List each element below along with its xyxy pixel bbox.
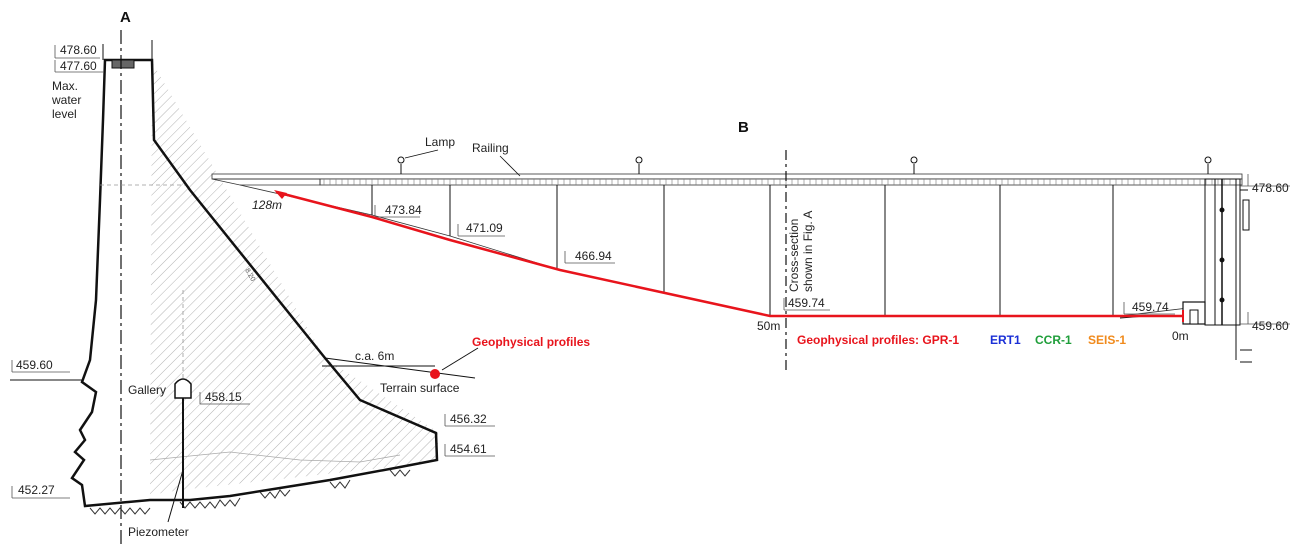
svg-text:459.74: 459.74	[788, 296, 825, 310]
elev-marker-right-bottom: 459.60	[1240, 312, 1290, 333]
railing-ticks	[323, 179, 1237, 185]
railing-leader	[499, 155, 521, 177]
svg-text:478.60: 478.60	[1252, 181, 1289, 195]
svg-text:459.60: 459.60	[1252, 319, 1289, 333]
distance-128m: 128m	[252, 198, 282, 212]
svg-text:452.27: 452.27	[18, 483, 55, 497]
distance-0m: 0m	[1172, 329, 1189, 343]
gpr-profile-line	[275, 190, 1183, 318]
dam-crest-deck	[211, 173, 1243, 180]
distance-dimension: c.a. 6m	[322, 349, 435, 367]
piezometer-leader	[167, 469, 184, 523]
elev-marker-left-ground: 459.60	[11, 358, 70, 373]
legend-seis1: SEIS-1	[1088, 333, 1126, 347]
terrain-surface-label: Terrain surface	[380, 381, 460, 395]
elev-marker-466-94: 466.94	[564, 249, 615, 264]
terrain-surface-line	[324, 357, 476, 379]
foundation-teeth	[89, 469, 411, 515]
svg-text:478.60: 478.60	[60, 43, 97, 57]
dam-outline	[70, 58, 439, 508]
elev-marker-471-09: 471.09	[457, 221, 505, 237]
legend-ccr1: CCR-1	[1035, 333, 1072, 347]
elev-marker-459-74-right: 459.74	[1123, 300, 1175, 315]
deck-left-end	[211, 178, 321, 186]
elev-marker-459-74-mid: 459.74	[783, 296, 830, 311]
inner-foundation-line	[149, 451, 401, 463]
lamp-1	[397, 156, 405, 174]
elev-marker-right-top: 478.60	[1240, 174, 1290, 195]
profiles-legend: Geophysical profiles: GPR-1 ERT1 CCR-1 S…	[797, 333, 1126, 347]
railing-label: Railing	[472, 141, 509, 155]
elev-marker-crest: 478.60	[54, 43, 100, 59]
panel-b-label: B	[738, 119, 749, 136]
elev-marker-toe-upper: 456.32	[444, 412, 495, 427]
svg-text:471.09: 471.09	[466, 221, 503, 235]
geophysical-profiles-label: Geophysical profiles	[472, 335, 590, 349]
elev-marker-max-water: 477.60 Max. water level	[51, 59, 104, 121]
lamp-4	[1204, 156, 1212, 174]
svg-text:477.60: 477.60	[60, 59, 97, 73]
svg-text:459.60: 459.60	[16, 358, 53, 372]
elev-marker-base: 452.27	[11, 483, 70, 499]
profile-arrow-head	[274, 190, 287, 199]
svg-text:454.61: 454.61	[450, 442, 487, 456]
svg-text:456.32: 456.32	[450, 412, 487, 426]
crest-block	[111, 59, 135, 69]
dam-hatched-body	[150, 62, 438, 495]
panel-a-label: A	[120, 9, 131, 26]
legend-ert1: ERT1	[990, 333, 1021, 347]
svg-text:473.84: 473.84	[385, 203, 422, 217]
svg-text:water: water	[51, 93, 81, 107]
panel-b-longitudinal-section: B Lamp Railing	[211, 119, 1290, 370]
elev-marker-473-84: 473.84	[374, 203, 422, 218]
elev-marker-toe-lower: 454.61	[444, 442, 495, 457]
lamp-leader	[404, 149, 439, 159]
right-end-tower	[1204, 178, 1252, 363]
svg-text:c.a. 6m: c.a. 6m	[355, 349, 394, 363]
lamp-label: Lamp	[425, 135, 455, 149]
lamp-3	[910, 156, 918, 174]
svg-text:level: level	[52, 107, 77, 121]
distance-50m: 50m	[757, 319, 780, 333]
piezometer-label: Piezometer	[128, 525, 189, 539]
lamp-2	[635, 156, 643, 174]
cross-section-label-2: shown in Fig. A	[801, 211, 815, 292]
panel-a-cross-section: A 478.60 477.60 Max. wat	[10, 9, 590, 548]
svg-text:466.94: 466.94	[575, 249, 612, 263]
elev-marker-gallery: Gallery 458.15	[128, 383, 250, 405]
legend-prefix: Geophysical profiles: GPR-1	[797, 333, 959, 347]
svg-text:Max.: Max.	[52, 79, 78, 93]
gallery-label: Gallery	[128, 383, 166, 397]
geophysical-profile-point	[430, 369, 440, 379]
gallery-opening	[174, 378, 192, 399]
svg-text:459.74: 459.74	[1132, 300, 1169, 314]
profile-point-leader	[441, 347, 479, 371]
outlet-door	[1189, 309, 1199, 325]
panel-b-joints	[371, 185, 1114, 316]
cross-section-label-1: Cross-section	[787, 219, 801, 292]
svg-text:458.15: 458.15	[205, 390, 242, 404]
